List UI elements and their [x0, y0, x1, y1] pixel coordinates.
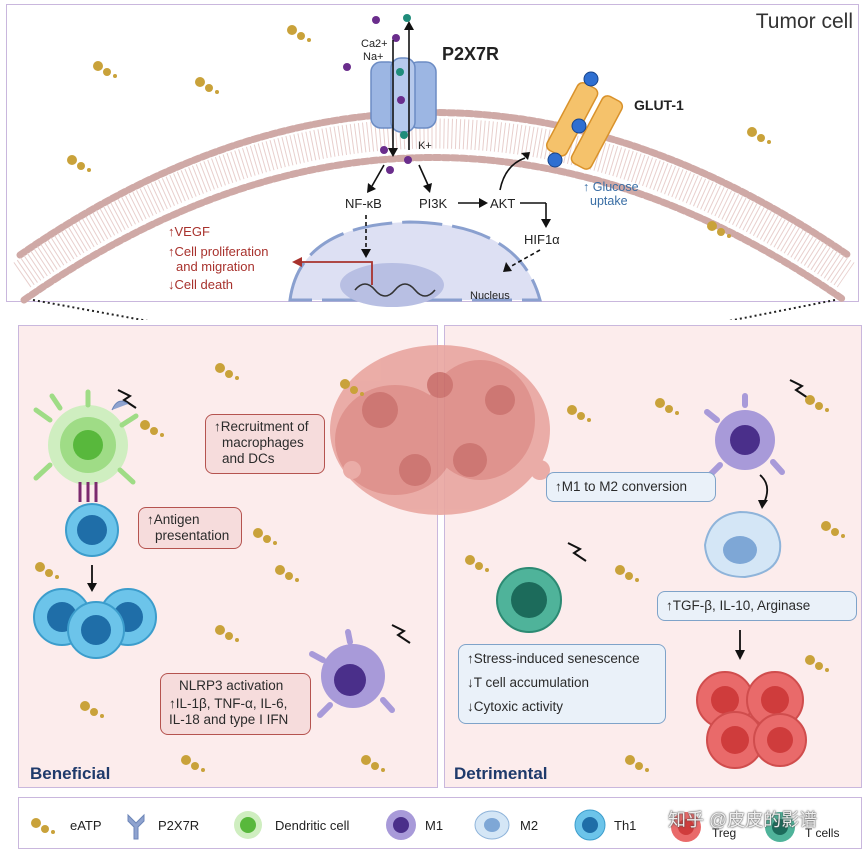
tumor-mass: [330, 345, 550, 515]
tcell-icon: [765, 812, 795, 842]
treg-icon: [671, 812, 701, 842]
m1-macrophage-right: [704, 393, 785, 478]
m1-macrophage-left: [309, 629, 395, 718]
ion-ca: Ca2+: [361, 38, 388, 50]
beneficial-label: Beneficial: [30, 764, 111, 783]
membrane-svg: [13, 14, 855, 320]
m2-icon: [474, 810, 510, 840]
glut1-label: GLUT-1: [634, 97, 684, 113]
node-pi3k: PI3K: [419, 196, 448, 211]
node-hif: HIF1α: [524, 232, 560, 247]
tcell-effects-box: ↑Stress-induced senescence↓T cell accumu…: [458, 644, 666, 724]
node-akt: AKT: [490, 196, 516, 211]
p2x7r-label: P2X7R: [442, 44, 500, 64]
dna-strand: [354, 283, 436, 297]
legend-bar: [18, 797, 862, 849]
glut1-transporter: [545, 81, 624, 170]
legend-label: Th1: [614, 818, 637, 833]
membrane-inner-arc: [20, 154, 848, 304]
m2-macrophage: [703, 510, 782, 579]
legend-label: Dendritic cell: [275, 818, 350, 833]
nucleus-label: Nucleus: [470, 290, 510, 302]
legend-label: Treg: [712, 826, 737, 840]
dendritic-cell-icon: [234, 811, 262, 839]
ion-k: K+: [418, 140, 432, 152]
th1-cluster: [33, 588, 157, 659]
detrimental-label: Detrimental: [454, 764, 548, 783]
effect-item: ↓Cell death: [168, 276, 234, 292]
legend-label: T cells: [805, 826, 840, 840]
legend-label: eATP: [70, 818, 102, 833]
nlrp3-box: NLRP3 activation ↑IL-1β, TNF-α, IL-6, IL…: [160, 673, 311, 735]
treg-cluster: [696, 671, 807, 769]
nucleolus: [340, 263, 444, 307]
m1-icon: [386, 810, 416, 840]
legend-label: P2X7R: [158, 818, 200, 833]
p2x7r-icon: [127, 813, 145, 840]
ion-na: Na+: [363, 51, 384, 63]
effects-list: ↑VEGF ↑Cell proliferation and migration …: [168, 224, 268, 292]
effect-item: ↑Cell proliferation: [168, 243, 269, 259]
glucose-line2: uptake: [590, 194, 628, 208]
panels-illustration: [33, 345, 845, 772]
legend-label: M2: [520, 818, 539, 833]
effect-item: and migration: [176, 259, 255, 274]
tumor-cell-title: Tumor cell: [755, 10, 853, 33]
th1-cell: [65, 503, 119, 557]
m1-m2-box: ↑M1 to M2 conversion: [546, 472, 716, 502]
legend-label: M1: [425, 818, 444, 833]
glucose-line1: ↑ Glucose: [583, 180, 639, 194]
watermark: 知乎 @皮皮的影谱: [668, 810, 818, 830]
eatp-icon: [31, 818, 55, 834]
effect-item: ↑VEGF: [168, 224, 210, 239]
th1-icon: [574, 809, 606, 841]
dendritic-cell: [33, 389, 139, 485]
eatp-scatter-top: [67, 25, 771, 238]
legend-icons: [31, 809, 795, 842]
tgf-box: ↑TGF-β, IL-10, Arginase: [657, 591, 857, 621]
t-cell: [496, 567, 562, 633]
node-nfkb: NF-κB: [345, 196, 382, 211]
